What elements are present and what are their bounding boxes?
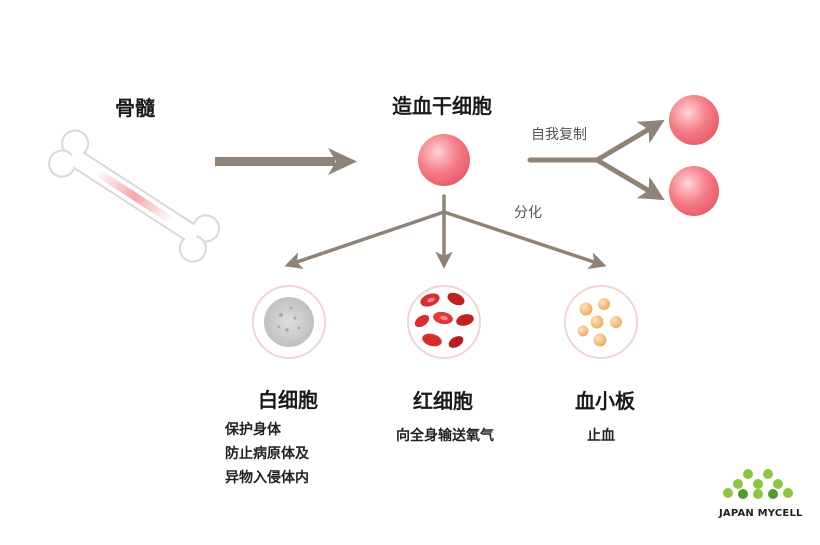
white-blood-cell-description: 保护身体 防止病原体及 异物入侵体内 bbox=[225, 418, 309, 490]
logo-mark bbox=[723, 469, 793, 499]
daughter-stem-cell-1 bbox=[669, 95, 719, 145]
platelet-illustration bbox=[564, 285, 638, 359]
bone-illustration bbox=[48, 129, 220, 263]
description-line: 保护身体 bbox=[225, 422, 281, 438]
description-line: 异物入侵体内 bbox=[225, 470, 309, 486]
platelet-description: 止血 bbox=[587, 424, 615, 448]
stem-cell-label: 造血干细胞 bbox=[392, 94, 492, 118]
red-blood-cell-description: 向全身输送氧气 bbox=[396, 424, 494, 448]
bone-marrow-label: 骨髓 bbox=[115, 96, 155, 120]
stem-cell bbox=[418, 134, 470, 186]
differentiation-label: 分化 bbox=[514, 205, 542, 221]
description-line: 止血 bbox=[587, 428, 615, 444]
red-blood-cell-label: 红细胞 bbox=[413, 389, 473, 413]
marrow-highlight bbox=[95, 169, 173, 223]
logo-text: JAPAN MYCELL bbox=[719, 508, 803, 519]
description-line: 防止病原体及 bbox=[225, 446, 309, 462]
platelet-label: 血小板 bbox=[575, 389, 635, 413]
description-line: 向全身输送氧气 bbox=[396, 428, 494, 444]
bone-to-stem-arrow bbox=[215, 148, 357, 175]
daughter-stem-cell-2 bbox=[669, 166, 719, 216]
self-renewal-label: 自我复制 bbox=[531, 127, 587, 143]
red-blood-cell-illustration bbox=[407, 285, 481, 359]
white-blood-cell-illustration bbox=[252, 285, 326, 359]
self-renewal-arrow bbox=[527, 119, 665, 201]
differentiation-arrows bbox=[284, 194, 607, 269]
white-blood-cell-label: 白细胞 bbox=[258, 388, 318, 412]
